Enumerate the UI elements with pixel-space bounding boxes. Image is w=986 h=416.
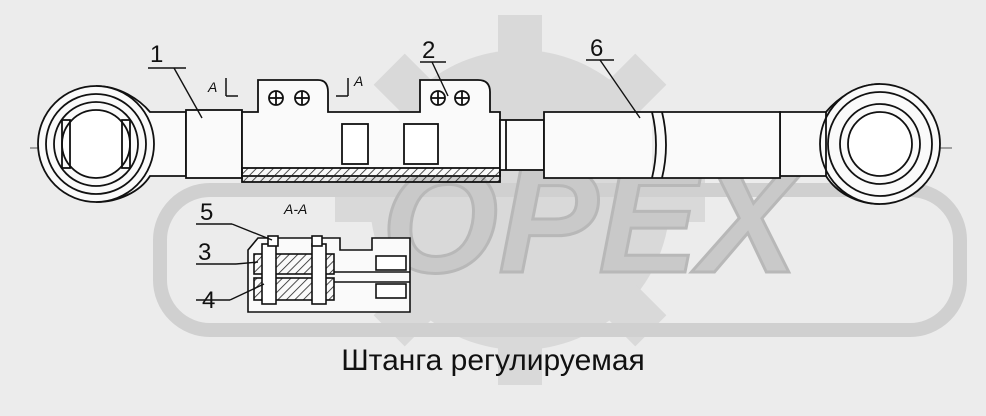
right-ball-joint bbox=[779, 83, 941, 205]
callout-3: 3 bbox=[198, 239, 211, 266]
section-view-a-a bbox=[247, 235, 411, 313]
leader-lines bbox=[148, 59, 641, 301]
callout-2: 2 bbox=[422, 37, 435, 64]
watermark-logo: OPEX bbox=[153, 15, 967, 385]
section-mark-left: A bbox=[207, 79, 217, 95]
part-6-tube bbox=[499, 111, 781, 179]
section-marks: A A bbox=[207, 73, 363, 97]
callout-4: 4 bbox=[202, 287, 215, 314]
callout-1: 1 bbox=[150, 41, 163, 68]
section-mark-right: A bbox=[353, 73, 363, 89]
clamp-body bbox=[241, 79, 501, 183]
callout-5: 5 bbox=[200, 199, 213, 226]
callout-6: 6 bbox=[590, 35, 603, 62]
section-view-label: A-A bbox=[283, 201, 307, 217]
left-ball-joint bbox=[37, 85, 187, 203]
part-1-sleeve bbox=[185, 109, 243, 179]
drawing-caption: Штанга регулируемая bbox=[341, 344, 645, 377]
